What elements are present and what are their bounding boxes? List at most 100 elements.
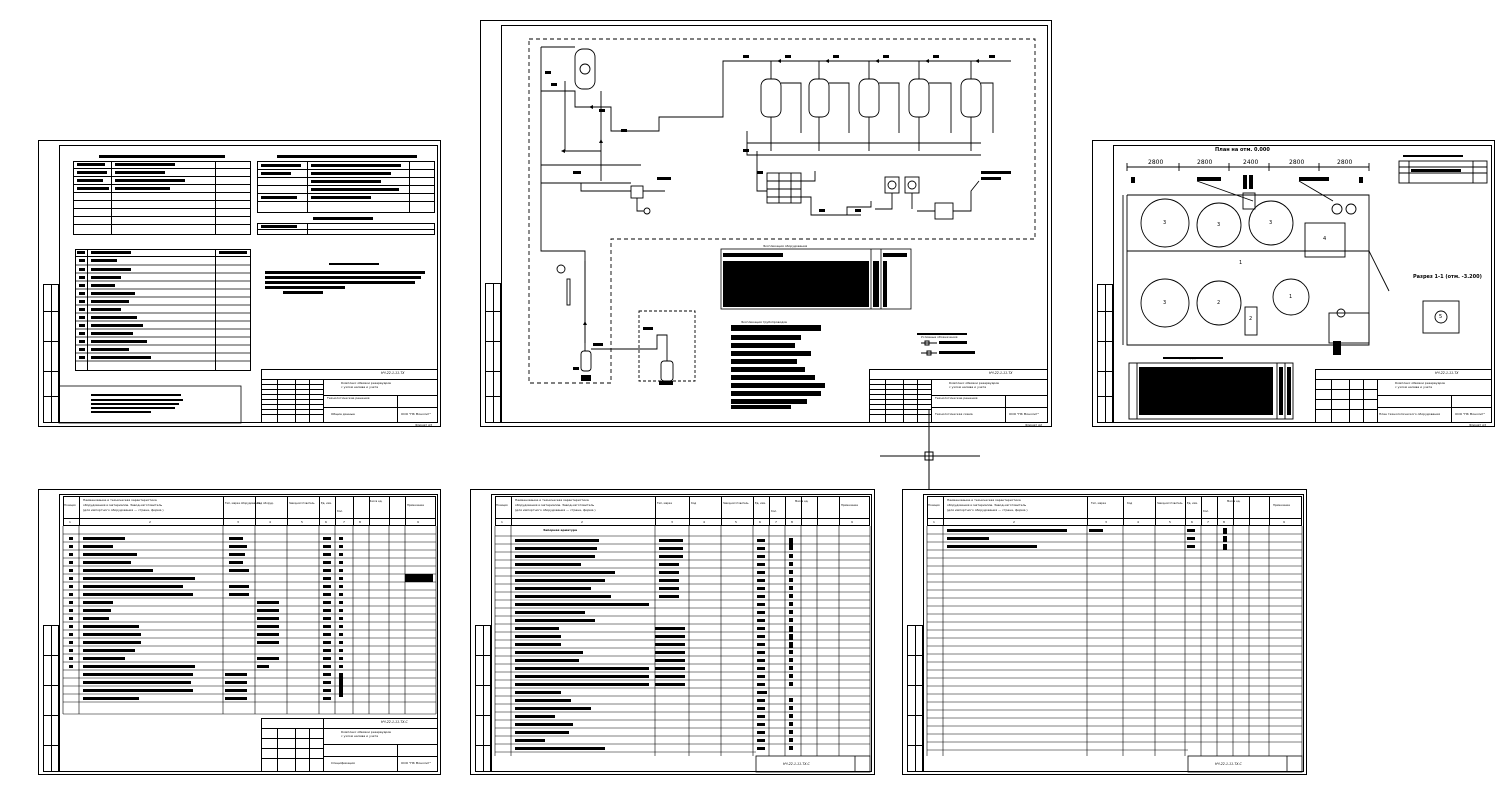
section-title: Разрез 1-1 (отм. -3.200) — [1413, 274, 1482, 280]
col-number: 3 — [671, 520, 673, 524]
stamp-title: Спецификация — [331, 761, 355, 765]
spec-table-header: Позиция Наименование и техническая харак… — [927, 496, 1302, 526]
col-header: Примечание — [841, 504, 858, 507]
room-label: 1 — [1239, 260, 1243, 266]
sheet-process-scheme[interactable]: Экспликация оборудования Экспликация тру… — [480, 20, 1052, 427]
sheet-inner-frame — [501, 25, 1048, 423]
stamp-title: План технологического оборудования — [1379, 412, 1441, 416]
format-label: Формат А3 — [1469, 423, 1487, 427]
col-header: Масса ед. — [369, 500, 383, 503]
svg-text:2800: 2800 — [1197, 159, 1212, 166]
col-number: 8 — [791, 520, 793, 524]
col-header: Тип, марка оборудования — [225, 502, 261, 505]
tank-label: 2 — [1217, 300, 1221, 306]
sheet-inner-frame — [923, 494, 1304, 772]
svg-text:2400: 2400 — [1243, 159, 1258, 166]
sheet-specification-3[interactable]: Позиция Наименование и техническая харак… — [902, 489, 1307, 775]
sheet-inner-frame — [491, 494, 872, 772]
col-number: 4 — [1137, 520, 1139, 524]
format-label: Формат А3 — [415, 423, 433, 427]
col-header: Наименование и техническая характеристик… — [515, 498, 589, 502]
col-number: 2 — [1013, 520, 1015, 524]
title-block: НЧ-22-1-11-ТХ Комплекс обвязки резервуар… — [261, 369, 438, 423]
equipment-label: 2 — [1249, 316, 1253, 322]
col-header: Примечание — [1273, 504, 1290, 507]
equipment-table-title: Экспликация оборудования — [763, 244, 808, 248]
svg-text:2800: 2800 — [1148, 159, 1163, 166]
equipment-label: 4 — [1323, 236, 1327, 242]
title-block: НЧ-22-1-11-ТХ Комплекс обвязки резервуар… — [1315, 369, 1492, 423]
title-block: НЧ-22-1-11-ТХ.С Комплекс обвязки резерву… — [261, 718, 438, 772]
sheet-inner-frame — [59, 145, 438, 423]
col-header: Завод-изготовитель — [1157, 502, 1183, 505]
stamp-org: ООО "НК Монолит" — [401, 412, 431, 416]
sheet-inner-frame — [59, 494, 438, 772]
col-number: 8 — [359, 520, 361, 524]
col-number: 7 — [343, 520, 345, 524]
stamp-code: НЧ-22-1-11-ТХ.С — [381, 720, 408, 724]
stamp-code: НЧ-22-1-11-ТХ — [381, 371, 405, 375]
table-sheet-list — [75, 249, 251, 371]
col-header: Код оборуд. — [257, 502, 274, 505]
col-number: 5 — [301, 520, 303, 524]
spec-table-rows — [926, 526, 1303, 773]
col-number: 2 — [581, 520, 583, 524]
col-number: 7 — [775, 520, 777, 524]
col-number: 9 — [417, 520, 419, 524]
col-header: Наименование и техническая характеристик… — [83, 498, 157, 502]
col-header: Примечание — [407, 504, 424, 507]
tank-label: 1 — [1289, 294, 1293, 300]
col-header: Кол. — [1203, 510, 1209, 513]
stamp-code: НЧ-22-1-11-ТХ.С — [783, 762, 810, 766]
spec-table-header: Позиция Наименование и техническая харак… — [495, 496, 870, 526]
col-header: Завод-изготовитель — [723, 502, 749, 505]
col-number: 9 — [851, 520, 853, 524]
sheet-general-data[interactable]: НЧ-22-1-11-ТХ Комплекс обвязки резервуар… — [38, 140, 441, 427]
stamp-org: ООО "НК Монолит" — [1455, 412, 1485, 416]
stamp-code: НЧ-22-1-11-ТХ — [989, 371, 1013, 375]
col-header: Ед. изм. — [1187, 502, 1198, 505]
pipes-table-title: Экспликация трубопроводов — [741, 320, 787, 324]
col-header: Тип, марка — [1091, 502, 1106, 505]
col-number: 6 — [325, 520, 327, 524]
col-number: 6 — [1191, 520, 1193, 524]
col-header: Позиция — [64, 504, 76, 507]
table-reference-docs — [257, 155, 435, 235]
title-block: НЧ-22-1-11-ТХ Комплекс обвязки резервуар… — [869, 369, 1048, 423]
col-header: Масса ед. — [1227, 500, 1241, 503]
plan-title: План на отм. 0.000 — [1215, 147, 1270, 153]
col-header: Позиция — [928, 504, 940, 507]
col-number: 1 — [933, 520, 935, 524]
col-header: Позиция — [496, 504, 508, 507]
col-header: Код — [1127, 502, 1133, 505]
explication-title: Экспликация оборудования — [1163, 356, 1208, 360]
stamp-title: Общие данные — [331, 412, 355, 416]
col-header: Ед. изм. — [321, 502, 332, 505]
format-label: Формат А2 — [1025, 423, 1043, 427]
col-number: 8 — [1223, 520, 1225, 524]
col-number: 2 — [149, 520, 151, 524]
stamp-code: НЧ-22-1-11-ТХ — [1435, 371, 1459, 375]
svg-text:2800: 2800 — [1337, 159, 1352, 166]
sheet-specification-1[interactable]: Позиция Наименование и техническая харак… — [38, 489, 441, 775]
stamp-title: Технологическая схема — [935, 412, 973, 416]
col-number: 4 — [703, 520, 705, 524]
stamp-org: ООО "НК Монолит" — [1009, 412, 1039, 416]
sheet-list-rows — [58, 259, 425, 424]
col-number: 1 — [69, 520, 71, 524]
tank-label: 3 — [1163, 220, 1167, 226]
col-number: 7 — [1207, 520, 1209, 524]
sheet-specification-2[interactable]: Позиция Наименование и техническая харак… — [470, 489, 875, 775]
col-header: Наименование и техническая характеристик… — [947, 498, 1021, 502]
col-number: 5 — [735, 520, 737, 524]
col-number: 3 — [1105, 520, 1107, 524]
col-header: Тип, марка — [657, 502, 672, 505]
equipment-label: 5 — [1439, 314, 1443, 320]
col-header: Завод-изготовитель — [289, 502, 315, 505]
process-diagram — [528, 38, 1036, 409]
spec-section-title: Запорная арматура — [543, 528, 578, 532]
col-number: 9 — [1283, 520, 1285, 524]
sheet-equipment-plan[interactable]: План на отм. 0.000 — [1092, 140, 1495, 427]
legend-title: Условные обозначения — [921, 335, 958, 339]
